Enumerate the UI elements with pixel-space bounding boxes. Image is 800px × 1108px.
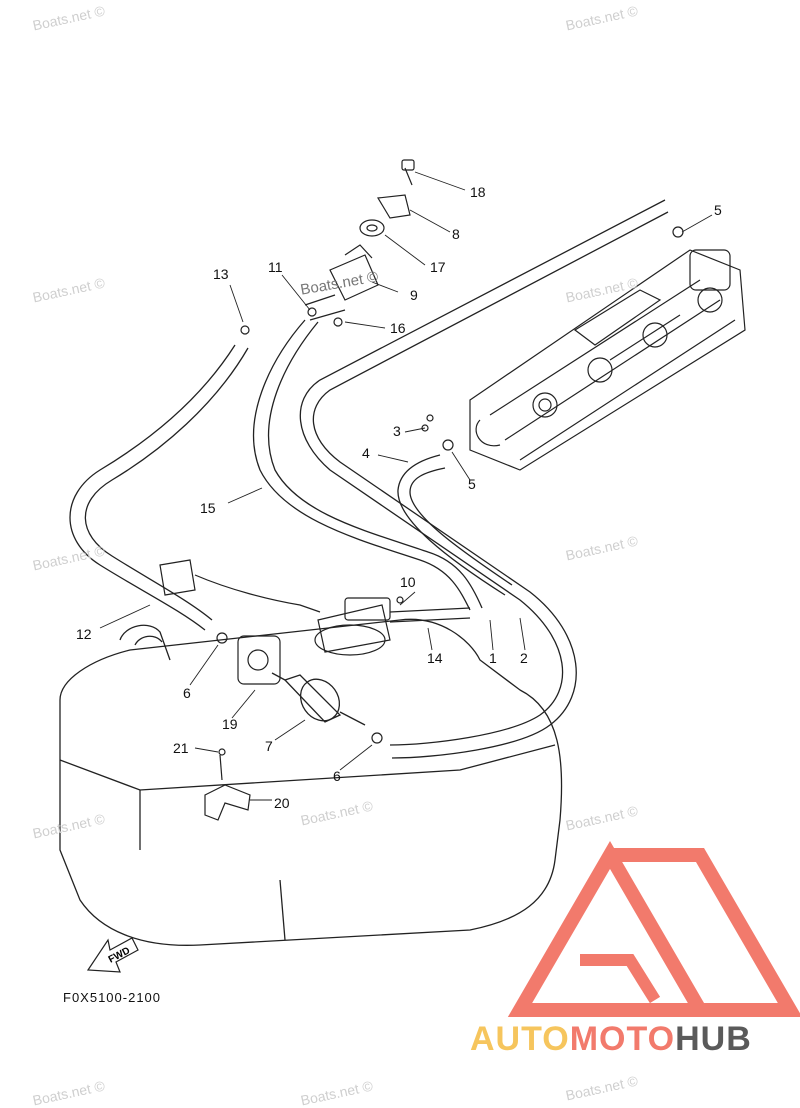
hose-4 (397, 454, 513, 596)
callout-9: 9 (410, 287, 418, 303)
callout-16: 16 (390, 320, 406, 336)
callout-5: 5 (714, 202, 722, 218)
vent-valve-stack (304, 159, 415, 321)
fuel-filter (271, 672, 366, 726)
callout-18: 18 (470, 184, 486, 200)
hose-15 (252, 319, 483, 611)
callout-10: 10 (400, 574, 416, 590)
callout-14: 14 (427, 650, 443, 666)
callout-17: 17 (430, 259, 446, 275)
leader-lines (99, 171, 713, 801)
brackets (204, 635, 281, 821)
automotohub-logo-icon (507, 841, 800, 1017)
return-hose (299, 199, 669, 759)
callout-8: 8 (452, 226, 460, 242)
brand-part-hub: HUB (675, 1020, 752, 1058)
callout-1: 1 (489, 650, 497, 666)
callout-21: 21 (173, 740, 189, 756)
callout-15: 15 (200, 500, 216, 516)
diagram-code: F0X5100-2100 (63, 990, 162, 1005)
callout-3: 3 (393, 423, 401, 439)
brand-part-auto: AUTO (470, 1020, 570, 1058)
callout-19: 19 (222, 716, 238, 732)
callout-4: 4 (362, 445, 370, 461)
hose-clamps (216, 226, 684, 744)
callout-7: 7 (265, 738, 273, 754)
callout-11: 11 (268, 259, 283, 275)
callout-6b: 6 (333, 768, 341, 784)
callout-6: 6 (183, 685, 191, 701)
fuel-pump-module (159, 559, 471, 656)
callout-20: 20 (274, 795, 290, 811)
callout-13: 13 (213, 266, 229, 282)
fuel-tank (59, 618, 563, 946)
hose-12 (69, 344, 249, 631)
brand-part-moto: MOTO (569, 1020, 676, 1058)
fwd-arrow-icon (86, 937, 139, 973)
callout-2: 2 (520, 650, 528, 666)
automotohub-brand: AUTOMOTOHUB (470, 1020, 752, 1059)
intake-assembly (469, 249, 746, 471)
callout-12: 12 (76, 626, 92, 642)
callout-5b: 5 (468, 476, 476, 492)
